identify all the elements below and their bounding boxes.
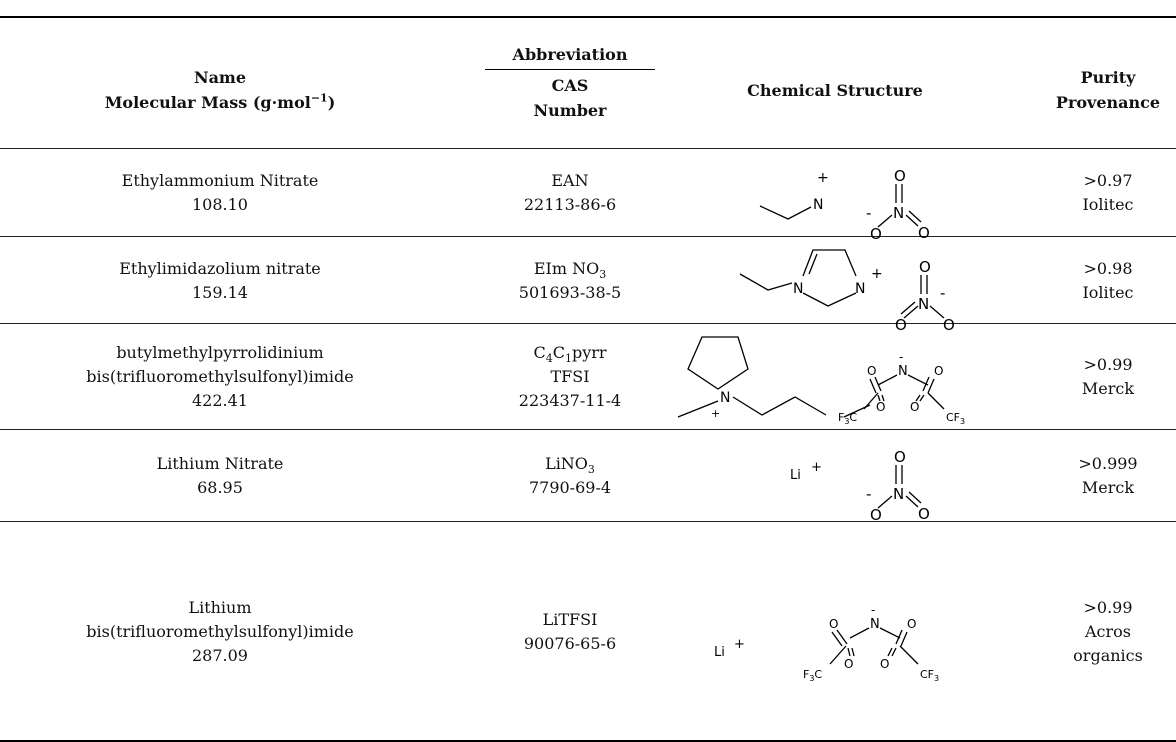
svg-text:CF3: CF3 bbox=[946, 411, 965, 426]
row-divider bbox=[0, 323, 1176, 324]
svg-text:O: O bbox=[880, 657, 889, 671]
svg-text:O: O bbox=[918, 505, 930, 523]
table-row-purity: >0.99 Acros organics bbox=[1073, 597, 1143, 665]
header-rule bbox=[0, 148, 1176, 149]
table-row-purity: >0.999 Merck bbox=[1078, 454, 1138, 497]
svg-text:+: + bbox=[734, 637, 745, 652]
table-row-name: Lithium bis(trifluoromethylsulfonyl)imid… bbox=[86, 597, 354, 665]
svg-text:O: O bbox=[910, 400, 919, 414]
svg-text:+: + bbox=[811, 460, 822, 475]
table-row-purity: >0.98 Iolitec bbox=[1082, 258, 1134, 302]
header-name-line1: Name bbox=[193, 68, 247, 87]
row-divider bbox=[0, 429, 1176, 430]
structure-lithium-tfsi: Li + - N O O O O F3C CF3 bbox=[714, 603, 939, 683]
svg-text:O: O bbox=[894, 448, 906, 466]
svg-text:+: + bbox=[871, 266, 883, 282]
bottom-rule bbox=[0, 740, 1176, 742]
svg-text:O: O bbox=[829, 617, 838, 631]
svg-text:Li: Li bbox=[714, 645, 725, 660]
header-name-line2: Molecular Mass (g·mol−1) bbox=[104, 91, 336, 112]
table-row-purity: >0.97 Iolitec bbox=[1082, 171, 1134, 214]
structure-ethylimidazolium-nitrate: N N + O N - O O bbox=[739, 249, 955, 334]
svg-text:N: N bbox=[918, 295, 929, 313]
svg-text:O: O bbox=[867, 364, 876, 378]
table-row-name: Ethylammonium Nitrate 108.10 bbox=[121, 171, 319, 214]
svg-text:O: O bbox=[907, 617, 916, 631]
svg-text:O: O bbox=[876, 400, 885, 414]
header-abbr-line2: CAS bbox=[551, 75, 589, 95]
table-row-abbr: LiTFSI 90076-65-6 bbox=[523, 609, 617, 653]
header-abbreviation: Abbreviation CAS Number bbox=[470, 22, 670, 142]
header-purity-line2: Provenance bbox=[1055, 93, 1161, 112]
svg-text:-: - bbox=[940, 284, 945, 302]
svg-text:N: N bbox=[855, 281, 865, 297]
svg-text:+: + bbox=[711, 407, 720, 420]
svg-text:N: N bbox=[870, 617, 880, 632]
top-rule bbox=[0, 16, 1176, 18]
svg-text:N: N bbox=[898, 364, 908, 379]
header-structure: Chemical Structure bbox=[747, 80, 923, 100]
row-divider bbox=[0, 236, 1176, 237]
header-abbr-line3: Number bbox=[533, 100, 607, 120]
svg-text:N: N bbox=[893, 204, 904, 222]
table-row-name: Lithium Nitrate 68.95 bbox=[156, 454, 284, 497]
table-row-abbr: LiNO3 7790-69-4 bbox=[528, 454, 612, 497]
table-row-name: butylmethylpyrrolidinium bis(trifluorome… bbox=[86, 343, 354, 410]
svg-text:O: O bbox=[894, 167, 906, 185]
svg-text:-: - bbox=[866, 485, 871, 503]
svg-text:O: O bbox=[844, 657, 853, 671]
svg-text:-: - bbox=[866, 204, 871, 222]
structure-pyrrolidinium-tfsi: N + - N O O O O F3C CF3 bbox=[677, 336, 965, 426]
svg-text:-: - bbox=[899, 350, 903, 364]
svg-text:N: N bbox=[813, 197, 823, 213]
row-divider bbox=[0, 521, 1176, 522]
svg-text:CF3: CF3 bbox=[920, 668, 939, 683]
svg-text:O: O bbox=[919, 258, 931, 276]
table-row-abbr: C4C1pyrr TFSI 223437-11-4 bbox=[518, 343, 622, 410]
svg-text:F3C: F3C bbox=[803, 668, 822, 683]
svg-text:N: N bbox=[793, 281, 803, 297]
svg-text:N: N bbox=[720, 390, 730, 406]
svg-text:F3C: F3C bbox=[838, 411, 857, 426]
header-purity: Purity Provenance bbox=[1040, 40, 1176, 140]
svg-text:O: O bbox=[895, 316, 907, 334]
svg-text:O: O bbox=[870, 225, 882, 243]
abbr-underline bbox=[485, 68, 655, 70]
svg-text:+: + bbox=[817, 170, 829, 186]
header-name: Name Molecular Mass (g·mol−1) bbox=[60, 40, 380, 140]
table-row-abbr: EIm NO3 501693-38-5 bbox=[518, 258, 622, 302]
table-row-abbr: EAN 22113-86-6 bbox=[523, 171, 617, 214]
svg-text:O: O bbox=[934, 364, 943, 378]
svg-text:-: - bbox=[871, 603, 875, 617]
table-row-name: Ethylimidazolium nitrate 159.14 bbox=[119, 258, 321, 302]
table-row-purity: >0.99 Merck bbox=[1081, 355, 1135, 398]
svg-text:O: O bbox=[943, 316, 955, 334]
svg-text:N: N bbox=[893, 485, 904, 503]
header-purity-line1: Purity bbox=[1080, 68, 1136, 87]
header-abbr-line1: Abbreviation bbox=[512, 44, 628, 64]
svg-text:Li: Li bbox=[790, 468, 801, 483]
svg-text:O: O bbox=[870, 506, 882, 524]
structure-lithium-nitrate: Li + O N - O O bbox=[790, 448, 930, 524]
structure-ethylammonium-nitrate: N + O N - O O bbox=[759, 167, 930, 243]
svg-text:O: O bbox=[918, 224, 930, 242]
